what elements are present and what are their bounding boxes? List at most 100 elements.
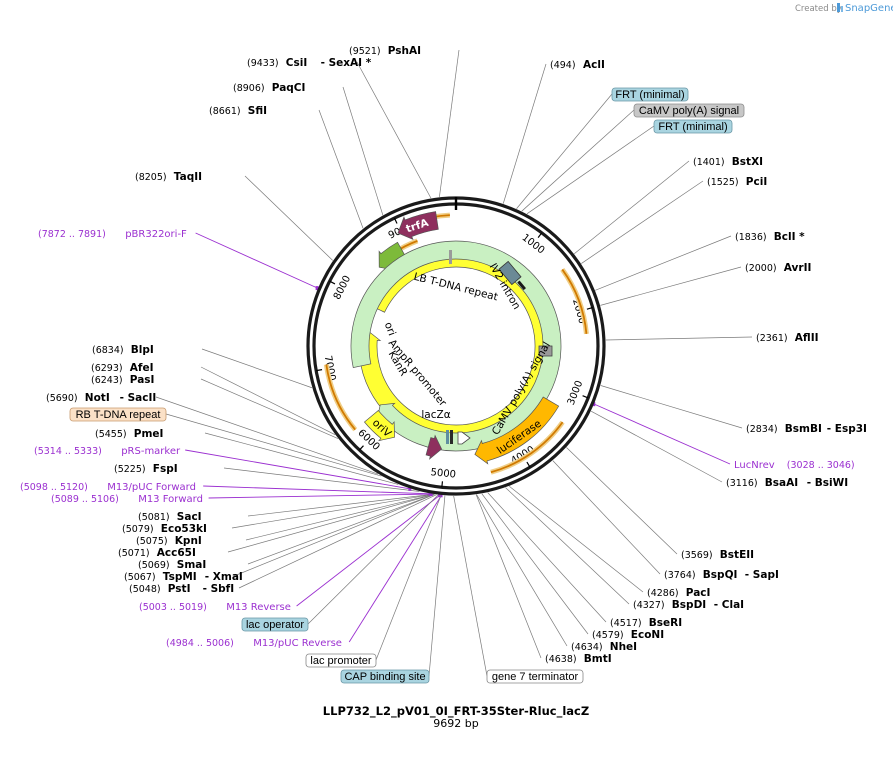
enzyme-site[interactable]: (9433)CsiI-SexAI *	[247, 57, 372, 69]
enzyme-separator: -	[745, 569, 749, 581]
feature-leader	[428, 495, 446, 677]
feature-tag[interactable]: lac operator	[241, 617, 309, 632]
enzyme-name: BspDI	[672, 599, 706, 611]
feature-tag-label: FRT (minimal)	[658, 121, 727, 133]
enzyme-name: KpnI	[175, 535, 202, 547]
tick-label: 3000	[566, 379, 586, 407]
enzyme-site[interactable]: (9521)PshAI	[349, 45, 421, 57]
enzyme-site[interactable]: (4286)PacI	[647, 587, 710, 599]
feature-tag-label: CAP binding site	[344, 671, 425, 683]
feature-tag[interactable]: lac promoter	[305, 653, 377, 668]
enzyme-site[interactable]: (494) AclI	[550, 59, 605, 71]
enzyme-leader	[238, 494, 437, 589]
enzyme-name-alt: SapI	[753, 569, 779, 581]
enzyme-site[interactable]: (8661)SfiI	[209, 105, 267, 117]
enzyme-leader	[439, 49, 460, 197]
enzyme-leader	[244, 175, 334, 261]
enzyme-site[interactable]: (5067)TspMI-XmaI	[124, 571, 243, 583]
feature-tag-box	[305, 653, 377, 668]
enzyme-position: (5081)	[138, 512, 170, 523]
enzyme-site[interactable]: (1836)BclI *	[735, 231, 805, 243]
enzyme-site[interactable]: (4579)EcoNI	[592, 629, 664, 641]
enzyme-site[interactable]: (4327)BspDI-ClaI	[633, 599, 744, 611]
enzyme-site[interactable]: (2834)BsmBI-Esp3I	[746, 423, 867, 435]
primer[interactable]: (5089 .. 5106)M13 Forward	[51, 494, 203, 505]
feature-label: lacZα	[421, 409, 450, 421]
enzyme-name: BspQI	[703, 569, 738, 581]
enzyme-site[interactable]: (4517)BseRI	[610, 617, 682, 629]
enzyme-site[interactable]: (8906)PaqCI	[233, 82, 305, 94]
enzyme-site[interactable]: (5048)PstI-SbfI	[129, 583, 234, 595]
primer[interactable]: (7872 .. 7891)pBR322ori-F	[38, 229, 187, 240]
primer[interactable]: (5003 .. 5019)M13 Reverse	[139, 602, 291, 613]
feature-label: LB T-DNA repeat	[412, 271, 499, 304]
enzyme-site[interactable]: (3116)BsaAI-BsiWI	[726, 477, 848, 489]
enzyme-site[interactable]: (6293)AfeI	[91, 362, 154, 374]
enzyme-separator: -	[807, 477, 811, 489]
feature-tag[interactable]: FRT (minimal)	[653, 119, 733, 134]
enzyme-name: BsmBI	[785, 423, 822, 435]
feature-tag[interactable]: FRT (minimal)	[611, 87, 689, 102]
enzyme-site[interactable]: (5079)Eco53kI	[122, 523, 207, 535]
feature-tag[interactable]: CAP binding site	[340, 669, 430, 684]
enzyme-site[interactable]: (4634)NheI	[571, 641, 637, 653]
feature-tag[interactable]: CaMV poly(A) signal	[633, 103, 745, 118]
feature-arrow[interactable]	[425, 434, 443, 460]
enzyme-site[interactable]: (2000)AvrII	[745, 262, 811, 274]
enzyme-site[interactable]: (4638)BmtI	[545, 653, 612, 665]
feature-arrow[interactable]	[474, 396, 560, 465]
enzyme-position: (9521)	[349, 46, 381, 57]
enzyme-site[interactable]: (5455)PmeI	[95, 428, 163, 440]
tick-label: 7000	[322, 355, 337, 382]
enzyme-name-alt: SexAI *	[329, 57, 372, 69]
primer[interactable]: (5098 .. 5120)M13/pUC Forward	[20, 482, 196, 493]
primer[interactable]: (4984 .. 5006)M13/pUC Reverse	[166, 638, 342, 649]
tick-2000	[586, 306, 593, 310]
feature-tag[interactable]: gene 7 terminator	[486, 669, 584, 684]
enzyme-site[interactable]: (5075)KpnI	[136, 535, 202, 547]
orange-feature-arcs	[323, 212, 589, 475]
primer[interactable]: (5314 .. 5333)pRS-marker	[34, 446, 181, 457]
primer-range: (7872 .. 7891)	[38, 229, 106, 240]
enzyme-position: (494)	[550, 60, 576, 71]
feature-arrow[interactable]	[363, 410, 395, 442]
enzyme-position: (1836)	[735, 232, 767, 243]
tick-label: 8000	[332, 274, 353, 302]
feature-tag[interactable]: RB T-DNA repeat	[69, 407, 167, 422]
enzyme-name-alt: SbfI	[211, 583, 235, 595]
enzyme-site[interactable]: (5081)SacI	[138, 511, 202, 523]
enzyme-leader	[566, 447, 678, 555]
enzyme-leader	[476, 494, 568, 647]
tick-3000	[582, 395, 589, 399]
enzyme-site[interactable]: (3764)BspQI-SapI	[664, 569, 779, 581]
enzyme-site[interactable]: (1401)BstXI	[693, 156, 763, 168]
primer[interactable]: LucNrev(3028 .. 3046)	[734, 460, 855, 471]
feature-arrow[interactable]	[397, 211, 439, 241]
enzyme-site[interactable]: (5690)NotI-SacII	[46, 392, 156, 404]
feature-tag-box	[486, 669, 584, 684]
enzyme-leader	[605, 336, 753, 341]
primer-range: (5003 .. 5019)	[139, 602, 207, 613]
enzyme-position: (4517)	[610, 618, 642, 629]
primer-range: (5314 .. 5333)	[34, 446, 102, 457]
enzyme-name-alt: SacII	[128, 392, 157, 404]
feature-tag-box	[611, 87, 689, 102]
enzyme-leader	[574, 160, 690, 255]
enzyme-site[interactable]: (8205)TaqII	[135, 171, 202, 183]
enzyme-site[interactable]: (2361)AflII	[756, 332, 819, 344]
primer-leader	[203, 485, 431, 495]
enzyme-name: SmaI	[177, 559, 207, 571]
enzyme-name: AclI	[583, 59, 605, 71]
enzyme-site[interactable]: (1525)PciI	[707, 176, 767, 188]
enzyme-site[interactable]: (3569)BstEII	[681, 549, 754, 561]
enzyme-site[interactable]: (5069)SmaI	[138, 559, 206, 571]
enzyme-leader	[247, 493, 434, 517]
enzyme-site[interactable]: (5071)Acc65I	[118, 547, 196, 559]
enzyme-site[interactable]: (6243)PasI	[91, 374, 154, 386]
enzyme-name: PasI	[130, 374, 155, 386]
enzyme-site[interactable]: (5225)FspI	[114, 463, 178, 475]
enzyme-position: (5690)	[46, 393, 78, 404]
enzyme-position: (5071)	[118, 548, 150, 559]
enzyme-site[interactable]: (6834)BlpI	[92, 344, 154, 356]
enzyme-separator: -	[714, 599, 718, 611]
